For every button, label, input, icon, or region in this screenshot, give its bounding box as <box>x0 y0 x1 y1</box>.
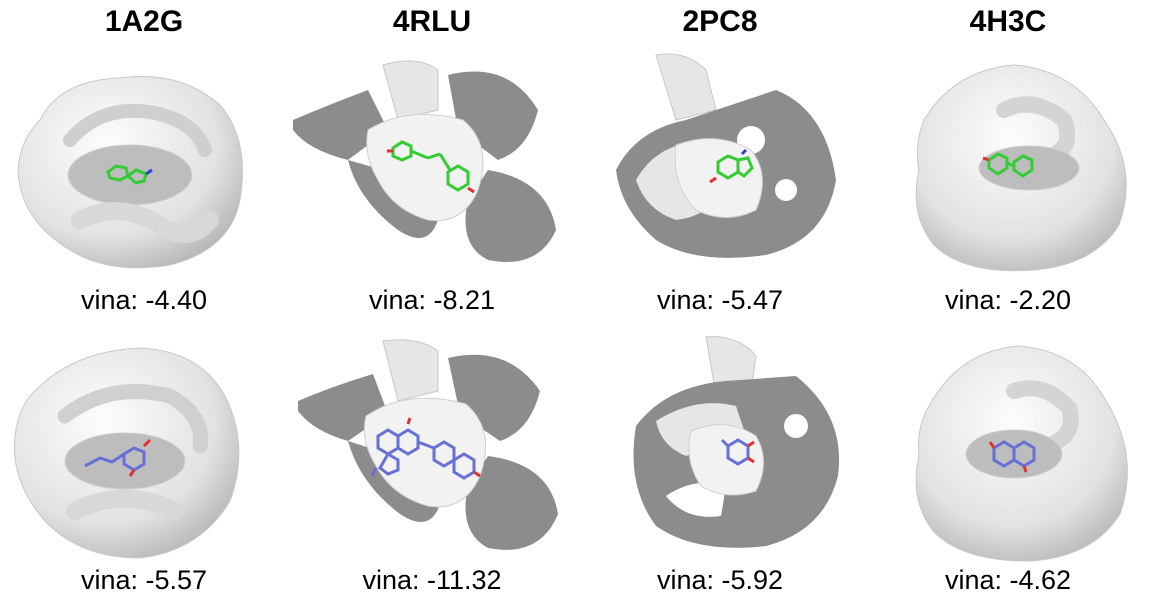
render-2pc8-top <box>576 50 864 280</box>
render-1a2g-top <box>0 50 288 280</box>
ligand-4rlu-bottom <box>370 417 481 480</box>
title-1a2g: 1A2G <box>104 5 184 38</box>
ligand-4rlu-top <box>387 140 475 194</box>
ligand-2pc8-bottom <box>720 438 755 466</box>
render-4h3c-bottom <box>864 336 1152 566</box>
render-4h3c-top <box>864 50 1152 280</box>
ligand-1a2g-top <box>106 164 153 185</box>
score-4rlu-top: vina: -8.21 <box>368 285 496 315</box>
score-1a2g-bottom: vina: -5.57 <box>80 565 208 595</box>
ligand-4h3c-top <box>982 152 1034 178</box>
title-4h3c: 4H3C <box>969 5 1047 38</box>
score-2pc8-bottom: vina: -5.92 <box>656 565 784 595</box>
render-4rlu-top <box>288 50 576 280</box>
title-2pc8: 2PC8 <box>682 5 758 38</box>
score-4h3c-top: vina: -2.20 <box>944 285 1072 315</box>
score-4h3c-bottom: vina: -4.62 <box>944 565 1072 595</box>
ligand-2pc8-top <box>709 148 754 184</box>
ligand-4h3c-bottom <box>988 440 1036 473</box>
render-1a2g-bottom <box>0 336 288 566</box>
ligand-1a2g-bottom <box>84 438 152 477</box>
title-4rlu: 4RLU <box>392 5 472 38</box>
score-2pc8-top: vina: -5.47 <box>656 285 784 315</box>
score-1a2g-top: vina: -4.40 <box>80 285 208 315</box>
score-4rlu-bottom: vina: -11.32 <box>362 565 502 595</box>
render-4rlu-bottom <box>288 336 576 566</box>
render-2pc8-bottom <box>576 336 864 566</box>
